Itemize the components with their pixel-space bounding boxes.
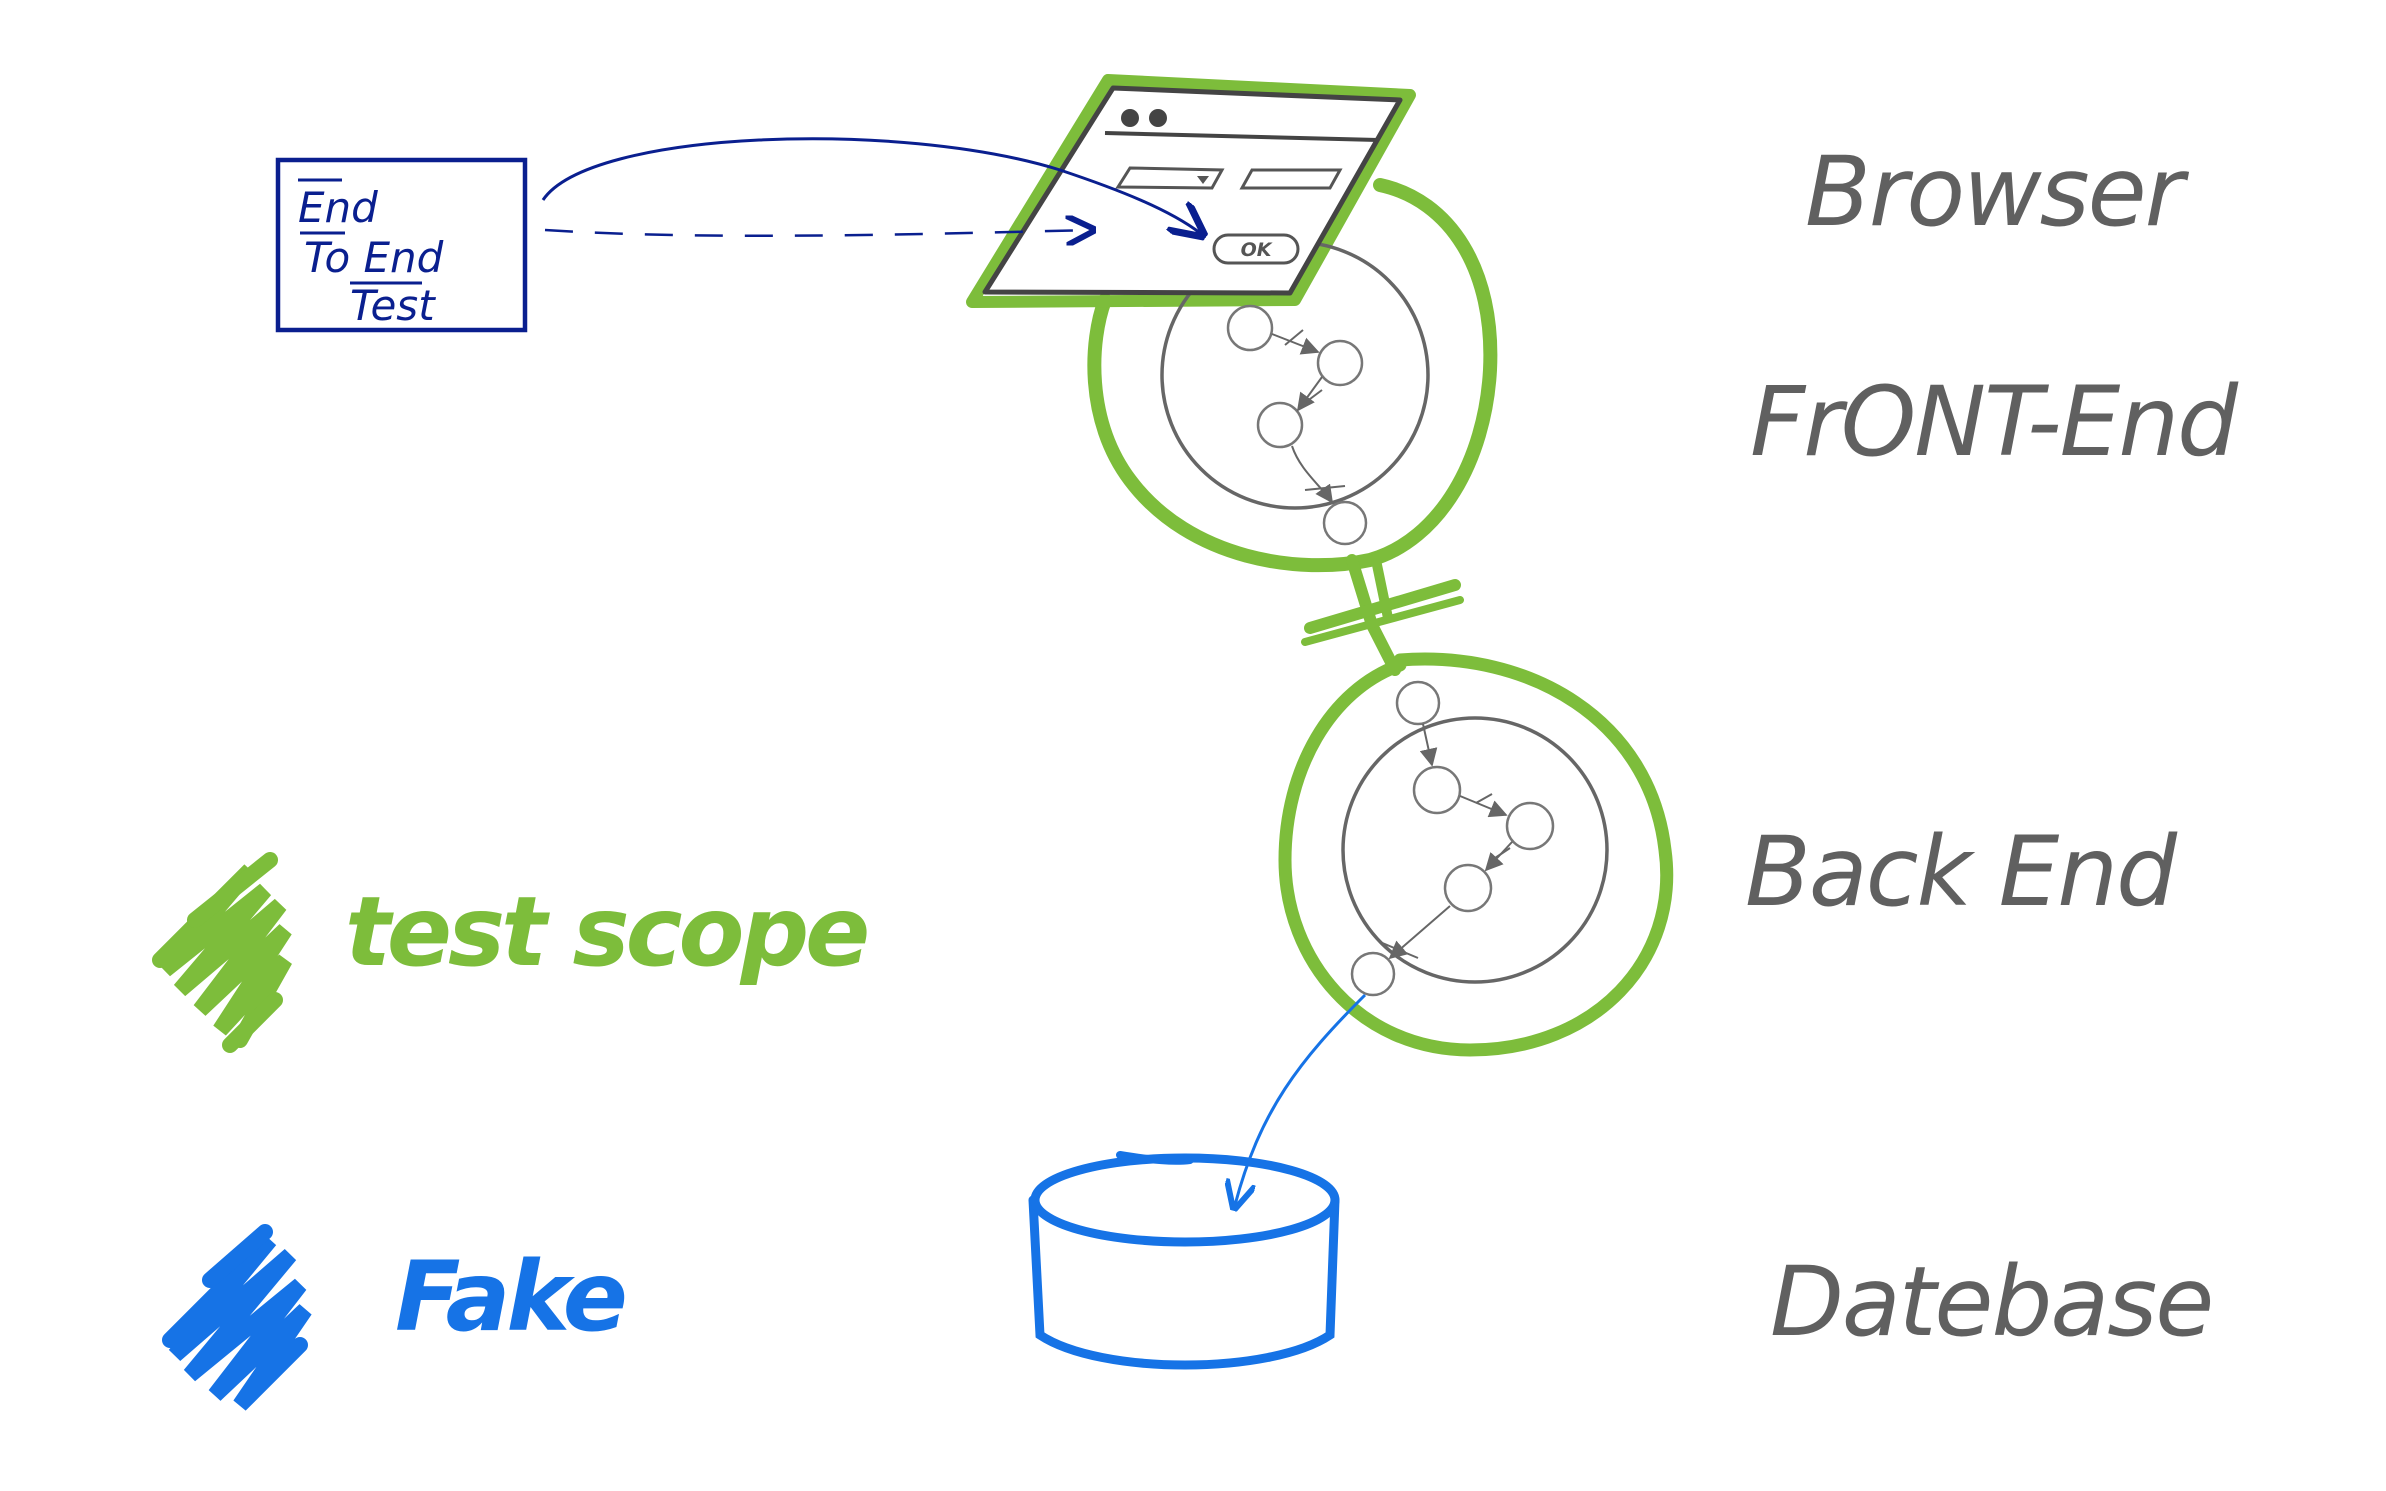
browser-titlebar <box>1104 131 1379 142</box>
backend-circle <box>1341 716 1609 984</box>
database-arrow <box>1235 993 1367 1205</box>
browser-text-field <box>1239 168 1343 190</box>
backend-node <box>1505 801 1555 851</box>
test-scope-outline <box>966 74 1674 1057</box>
database-fake <box>1028 993 1367 1370</box>
window-control-icon <box>1149 109 1167 127</box>
window-control-icon <box>1121 109 1139 127</box>
end-to-end-test: End To End Test <box>275 137 1200 333</box>
frontend-component <box>1160 240 1430 546</box>
dropdown-arrow-icon <box>1197 176 1209 184</box>
frontend-node <box>1226 304 1274 352</box>
ok-button <box>1212 233 1300 265</box>
frontend-node <box>1256 401 1304 449</box>
backend-port-node <box>1350 951 1396 997</box>
backend-port-node <box>1395 680 1441 726</box>
test-box-line2: To End <box>304 233 444 282</box>
backend-component <box>1341 680 1609 997</box>
test-box-line3: Test <box>350 281 436 330</box>
frontend-node <box>1316 339 1364 387</box>
frontend-port-node <box>1322 500 1368 546</box>
test-arrow-solid <box>541 137 1200 233</box>
test-box <box>275 157 528 333</box>
backend-node <box>1412 765 1462 815</box>
backend-node <box>1443 863 1493 913</box>
test-box-line1: End <box>298 183 378 232</box>
legend: test scope Fake <box>152 852 871 1411</box>
label-database: Datebase <box>1770 1246 2212 1358</box>
ok-button-label: OK <box>1241 239 1273 261</box>
legend-swatch-scope <box>152 852 292 1053</box>
browser-select-field <box>1115 166 1225 190</box>
database-cylinder <box>1028 1195 1340 1370</box>
label-frontend: FrONT-End <box>1750 366 2239 478</box>
legend-scope-label: test scope <box>345 876 867 988</box>
database-top <box>1030 1153 1340 1247</box>
label-browser: Browser <box>1805 136 2190 248</box>
test-arrow-dashed <box>544 230 1090 236</box>
browser-window-frame <box>982 85 1403 296</box>
legend-swatch-fake <box>162 1224 312 1411</box>
layer-labels: Browser FrONT-End Back End Datebase <box>1745 136 2241 1358</box>
legend-fake-label: Fake <box>395 1241 625 1353</box>
label-backend: Back End <box>1745 816 2178 928</box>
browser-window: OK <box>982 85 1403 296</box>
